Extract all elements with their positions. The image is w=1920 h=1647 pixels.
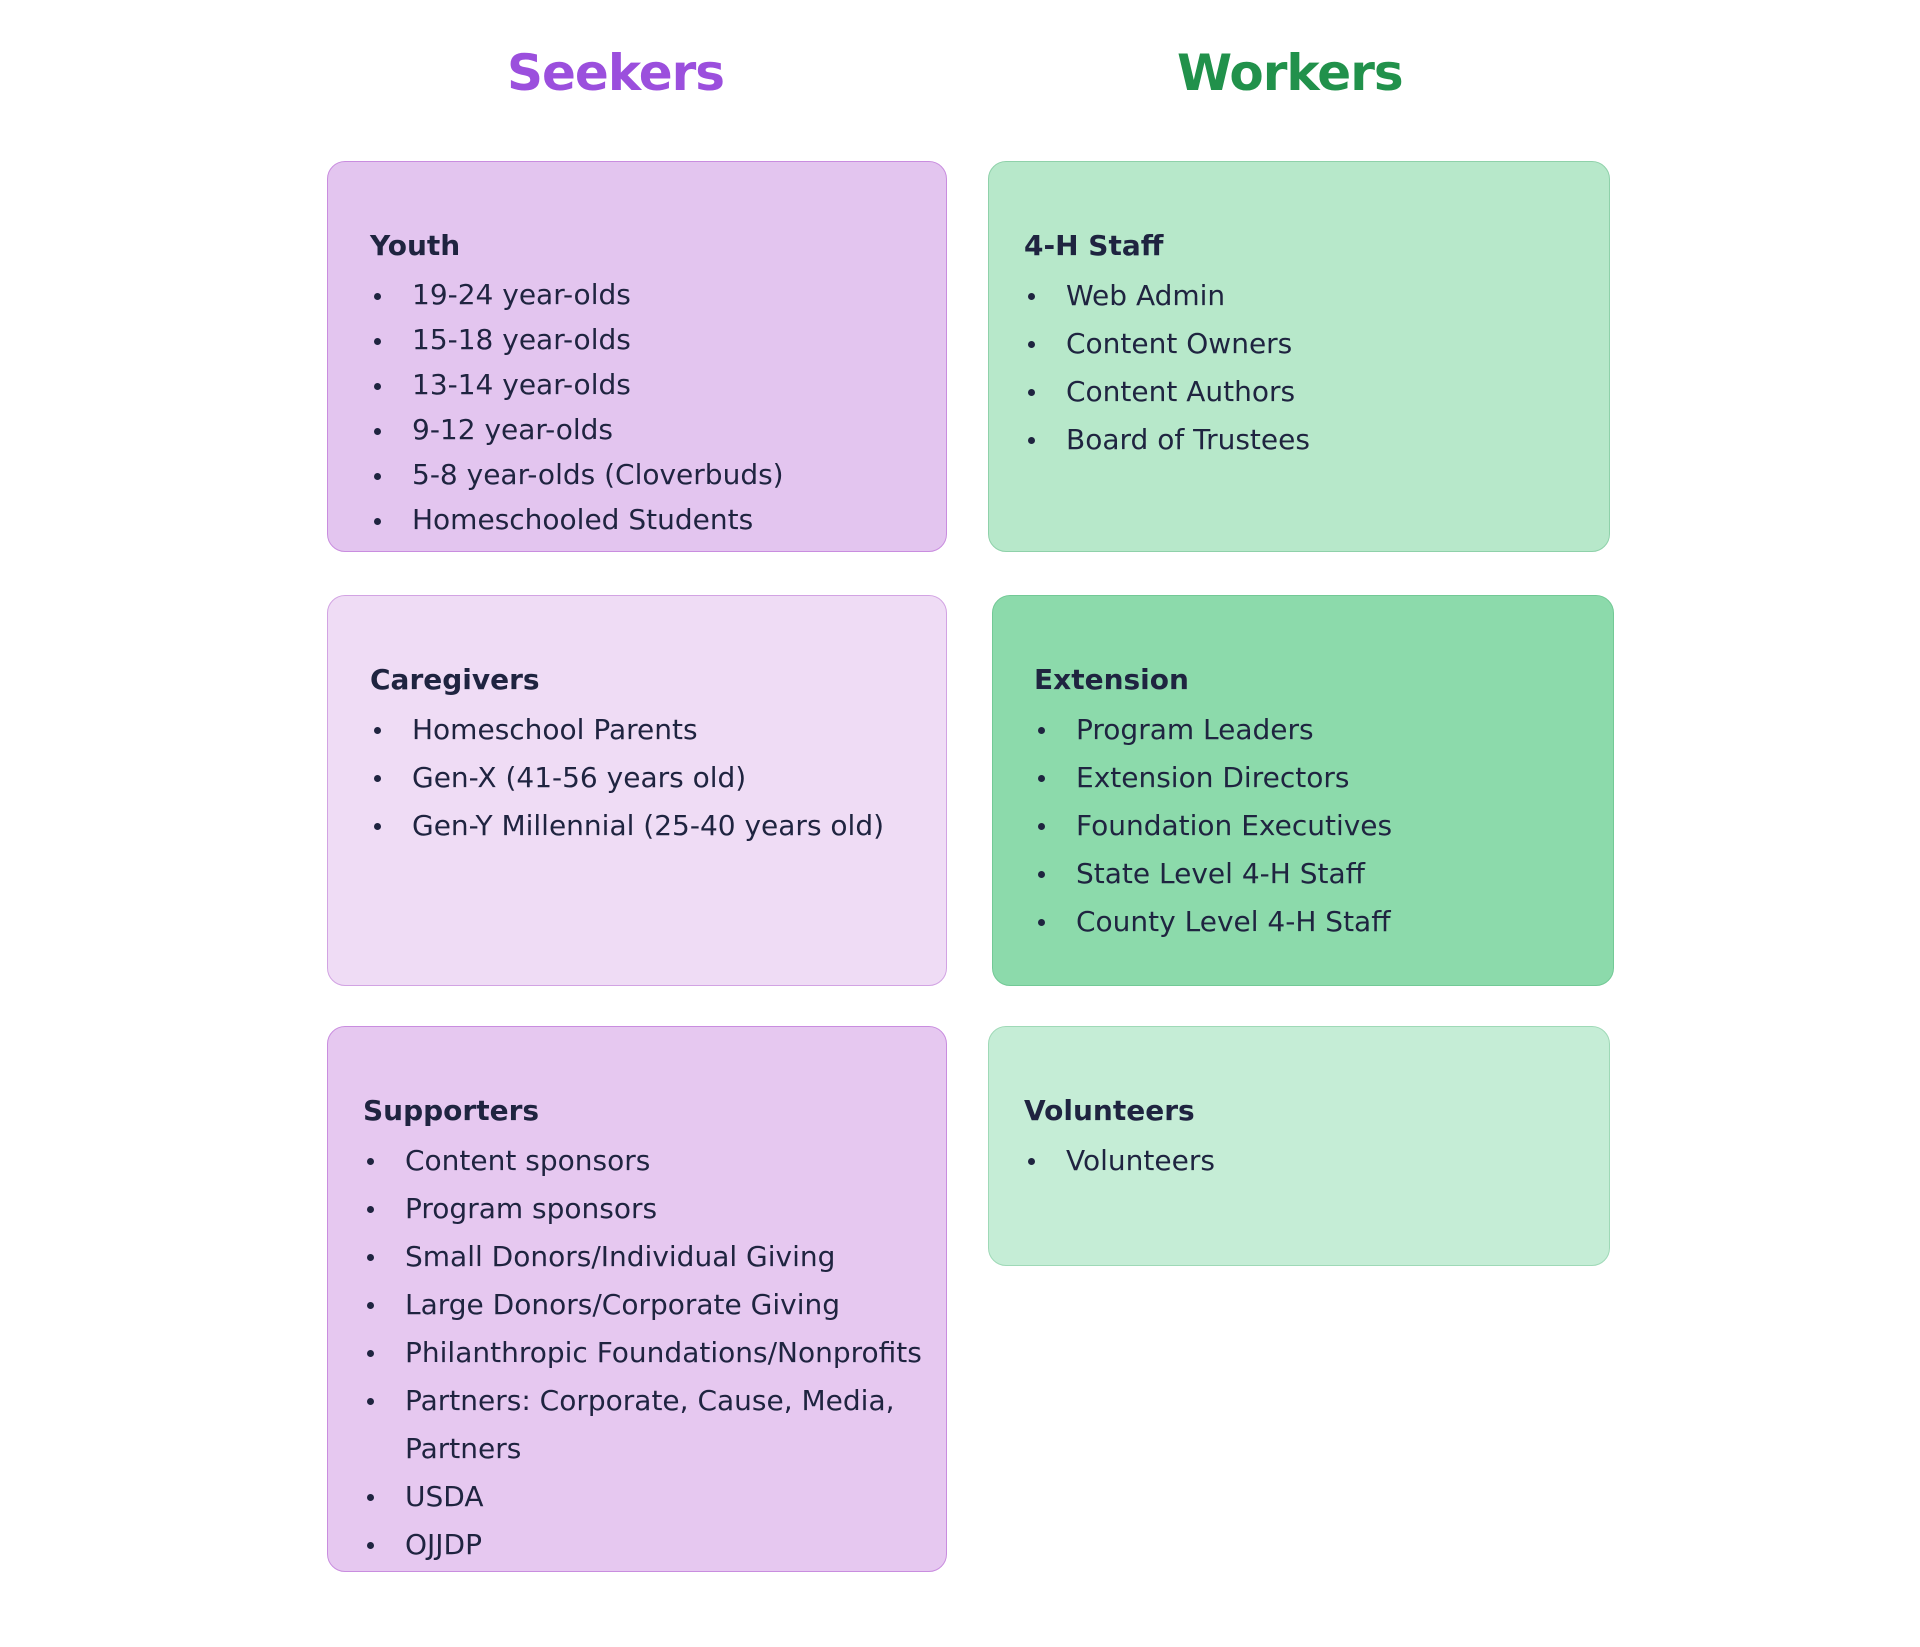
staff-list: Web Admin Content Owners Content Authors… [1024, 272, 1310, 464]
seekers-heading: Seekers [507, 44, 725, 102]
list-item: Foundation Executives [1034, 802, 1392, 850]
list-item: Gen-Y Millennial (25-40 years old) [370, 802, 884, 850]
volunteers-card: Volunteers Volunteers [988, 1026, 1610, 1266]
list-item: Homeschooled Students [370, 497, 784, 542]
staff-card: 4-H Staff Web Admin Content Owners Conte… [988, 161, 1610, 552]
caregivers-card: Caregivers Homeschool Parents Gen-X (41-… [327, 595, 947, 986]
list-item: OJJDP [363, 1521, 933, 1569]
extension-list: Program Leaders Extension Directors Foun… [1034, 706, 1392, 946]
caregivers-card-title: Caregivers [370, 663, 540, 696]
volunteers-card-title: Volunteers [1024, 1094, 1195, 1127]
list-item: Small Donors/Individual Giving [363, 1233, 933, 1281]
youth-list: 19-24 year-olds 15-18 year-olds 13-14 ye… [370, 272, 784, 542]
list-item: Board of Trustees [1024, 416, 1310, 464]
list-item: 5-8 year-olds (Cloverbuds) [370, 452, 784, 497]
list-item: County Level 4-H Staff [1034, 898, 1392, 946]
list-item: Content sponsors [363, 1137, 933, 1185]
supporters-list: Content sponsors Program sponsors Small … [363, 1137, 933, 1569]
list-item: Homeschool Parents [370, 706, 884, 754]
list-item: 9-12 year-olds [370, 407, 784, 452]
list-item: USDA [363, 1473, 933, 1521]
list-item: Program sponsors [363, 1185, 933, 1233]
list-item: Large Donors/Corporate Giving [363, 1281, 933, 1329]
supporters-card-title: Supporters [363, 1094, 540, 1127]
list-item: Extension Directors [1034, 754, 1392, 802]
list-item: 15-18 year-olds [370, 317, 784, 362]
list-item: Gen-X (41-56 years old) [370, 754, 884, 802]
list-item: Partners: Corporate, Cause, Media, Partn… [363, 1377, 933, 1473]
youth-card: Youth 19-24 year-olds 15-18 year-olds 13… [327, 161, 947, 552]
staff-card-title: 4-H Staff [1024, 229, 1164, 262]
list-item: Content Authors [1024, 368, 1310, 416]
list-item: Volunteers [1024, 1137, 1215, 1185]
extension-card-title: Extension [1034, 663, 1189, 696]
list-item: 19-24 year-olds [370, 272, 784, 317]
supporters-card: Supporters Content sponsors Program spon… [327, 1026, 947, 1572]
list-item: Program Leaders [1034, 706, 1392, 754]
list-item: 13-14 year-olds [370, 362, 784, 407]
workers-heading: Workers [1177, 44, 1404, 102]
list-item: State Level 4-H Staff [1034, 850, 1392, 898]
list-item: Content Owners [1024, 320, 1310, 368]
extension-card: Extension Program Leaders Extension Dire… [992, 595, 1614, 986]
youth-card-title: Youth [370, 229, 461, 262]
list-item: Philanthropic Foundations/Nonprofits [363, 1329, 933, 1377]
list-item: Web Admin [1024, 272, 1310, 320]
volunteers-list: Volunteers [1024, 1137, 1215, 1185]
caregivers-list: Homeschool Parents Gen-X (41-56 years ol… [370, 706, 884, 850]
